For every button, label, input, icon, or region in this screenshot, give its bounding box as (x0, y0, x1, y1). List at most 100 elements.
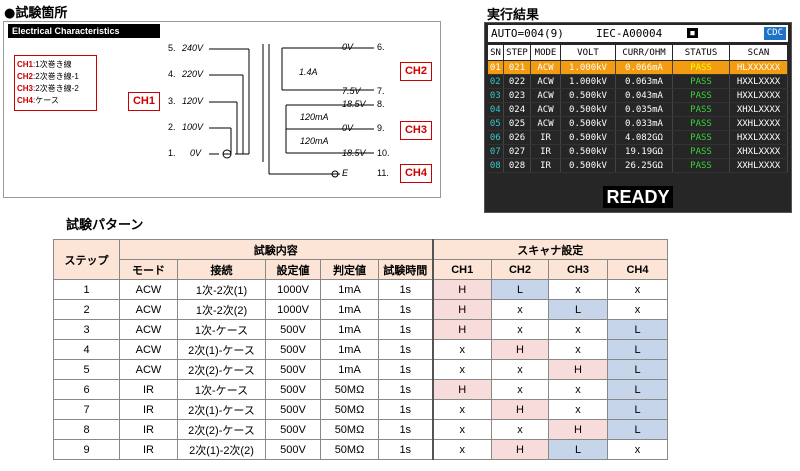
test-location-title: ●試験箇所 (4, 6, 68, 21)
cdc-badge: CDC (763, 27, 786, 40)
scanner-cell: H (431, 319, 492, 340)
transformer-diagram (209, 44, 374, 178)
content-cell: IR (119, 419, 178, 440)
pin-8: 8. (377, 99, 385, 109)
content-cell: 1s (378, 279, 433, 300)
pin-9: 9. (377, 123, 385, 133)
scanner-cell: H (491, 399, 549, 420)
auto-status: AUTO=004(9) (491, 27, 564, 40)
content-cell: 1次-2次(1) (177, 279, 266, 300)
content-cell: 1mA (320, 359, 379, 380)
scanner-cell: L (607, 319, 668, 340)
result-table: SN STEP MODE VOLT CURR/OHM STATUS SCAN 0… (487, 44, 788, 173)
scanner-cell: x (491, 379, 549, 400)
content-cell: ACW (119, 279, 178, 300)
col-scan: SCAN (729, 44, 788, 61)
step-cell: 9 (53, 439, 120, 460)
content-cell: 500V (265, 379, 321, 400)
header-judgment-value: 判定値 (320, 259, 379, 280)
content-cell: 1次-2次(2) (177, 299, 266, 320)
header-ch2: CH2 (491, 259, 549, 280)
scanner-cell: x (491, 419, 549, 440)
header-test-time: 試験時間 (378, 259, 433, 280)
sec1-bottom-volt: 7.5V (342, 86, 361, 96)
content-cell: 1000V (265, 279, 321, 300)
col-sn: SN (487, 44, 504, 61)
ready-indicator: READY (603, 186, 673, 208)
ch3-label: CH3 (400, 121, 432, 140)
transformer-schematic: Electrical Characteristics CH1:1次巻き線 CH2… (3, 21, 441, 198)
scanner-cell: H (548, 359, 608, 380)
electrical-characteristics-header: Electrical Characteristics (8, 24, 160, 38)
run-result-title: 実行結果 (487, 8, 540, 23)
memory-icon: ■ (687, 28, 698, 38)
scanner-cell: L (607, 359, 668, 380)
pin-11: 11. (377, 168, 389, 178)
scanner-cell: H (548, 419, 608, 440)
content-cell: 1s (378, 319, 433, 340)
col-status: STATUS (672, 44, 730, 61)
content-cell: 1次-ケース (177, 319, 266, 340)
content-cell: ACW (119, 299, 178, 320)
content-cell: 1s (378, 339, 433, 360)
tester-screen: AUTO=004(9) IEC-A00004 ■ CDC SN STEP MOD… (484, 22, 792, 213)
scanner-cell: H (431, 299, 492, 320)
content-cell: 50MΩ (320, 399, 379, 420)
step-cell: 6 (53, 379, 120, 400)
col-curr-ohm: CURR/OHM (615, 44, 673, 61)
sec1-top-volt: 0V (342, 42, 354, 52)
program-id: IEC-A00004 (596, 27, 663, 40)
scanner-cell: x (548, 399, 608, 420)
step-cell: 5 (53, 359, 120, 380)
scanner-cell: x (431, 419, 492, 440)
content-cell: 1s (378, 299, 433, 320)
scanner-cell: x (607, 279, 668, 300)
content-cell: 50MΩ (320, 419, 379, 440)
content-cell: 500V (265, 359, 321, 380)
content-cell: 1次-ケース (177, 379, 266, 400)
content-cell: 50MΩ (320, 379, 379, 400)
ch4-label: CH4 (400, 164, 432, 183)
content-cell: 1s (378, 379, 433, 400)
content-cell: ACW (119, 359, 178, 380)
volt-220: 220V (182, 69, 204, 79)
scanner-cell: x (431, 439, 492, 460)
header-mode: モード (119, 259, 178, 280)
scanner-cell: x (491, 319, 549, 340)
header-ch4: CH4 (607, 259, 668, 280)
scanner-cell: L (548, 439, 608, 460)
content-cell: 2次(1)-ケース (177, 399, 266, 420)
scanner-cell: x (491, 359, 549, 380)
scanner-cell: L (607, 419, 668, 440)
content-cell: 1mA (320, 299, 379, 320)
pin-10: 10. (377, 148, 390, 158)
col-step: STEP (503, 44, 531, 61)
content-cell: ACW (119, 339, 178, 360)
content-cell: IR (119, 439, 178, 460)
content-cell: 2次(1)-ケース (177, 339, 266, 360)
pin-4: 4. (168, 69, 176, 79)
legend-item-ch4: CH4:ケース (17, 96, 59, 105)
step-cell: 4 (53, 339, 120, 360)
volt-0: 0V (190, 148, 202, 158)
scanner-cell: x (548, 379, 608, 400)
ch2-label: CH2 (400, 62, 432, 81)
content-cell: 500V (265, 319, 321, 340)
sec2-current-b: 120mA (300, 136, 329, 146)
col-volt: VOLT (560, 44, 616, 61)
content-cell: 1s (378, 419, 433, 440)
